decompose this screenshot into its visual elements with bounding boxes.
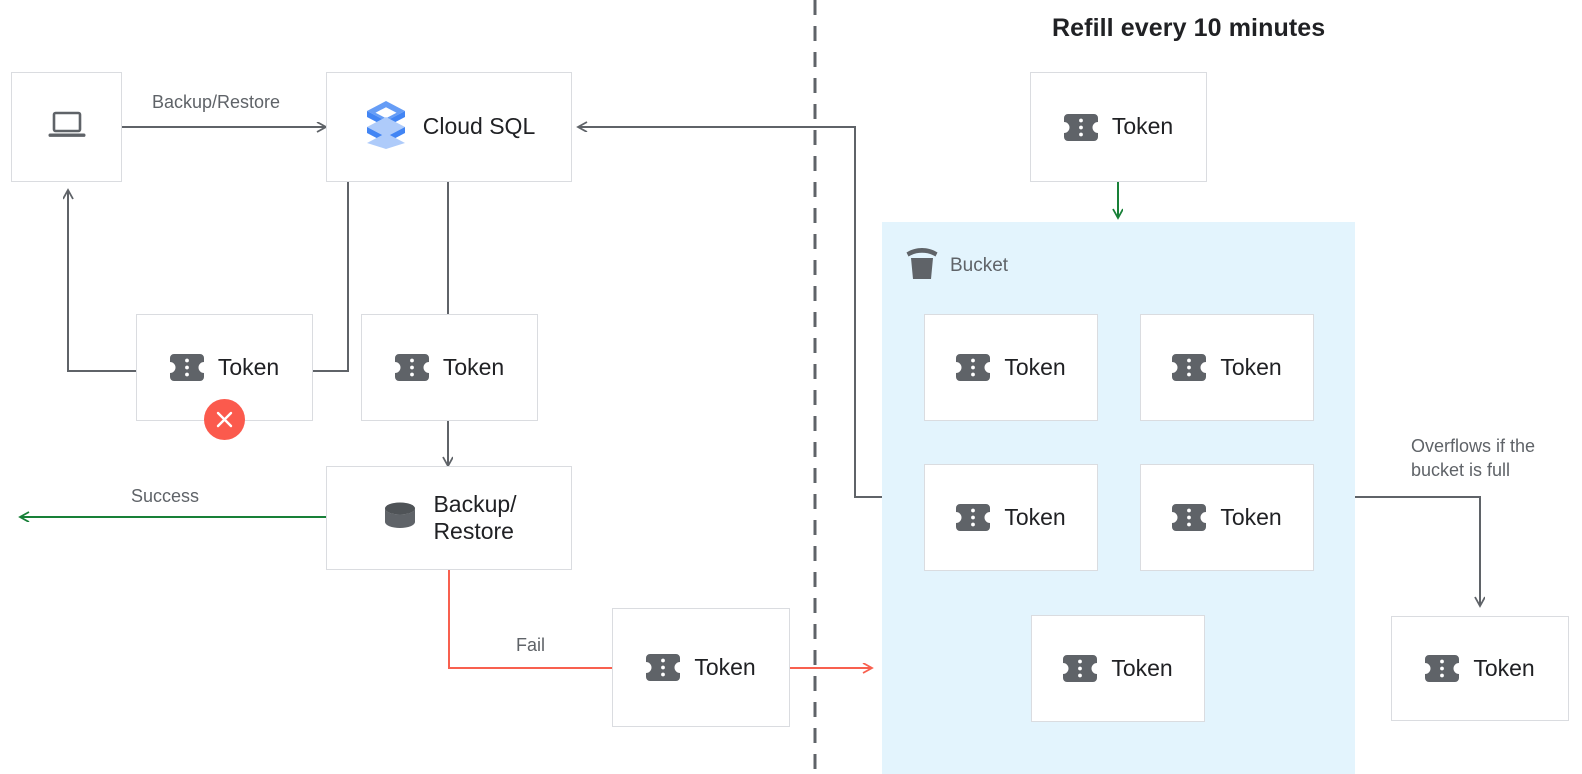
node-token-rejected-label: Token — [217, 353, 280, 380]
bucket-icon — [905, 248, 939, 284]
bucket-header: Bucket — [905, 248, 1008, 284]
node-token-overflow[interactable]: Token — [1391, 616, 1569, 721]
node-cloud-sql-label: Cloud SQL — [422, 113, 536, 140]
edge-label-success: Success — [131, 486, 200, 506]
bucket-token-1-label: Token — [1004, 353, 1066, 380]
bucket-token-4-label: Token — [1220, 503, 1282, 530]
token-icon — [646, 654, 681, 681]
node-token-consumed[interactable]: Token — [361, 314, 538, 421]
bucket-token-3-label: Token — [1004, 503, 1066, 530]
database-icon — [381, 500, 419, 537]
node-backup-restore[interactable]: Backup/ Restore — [326, 466, 572, 570]
token-icon — [956, 354, 991, 381]
node-token-refill-label: Token — [1111, 113, 1174, 140]
token-icon — [394, 354, 429, 381]
node-token-failed-label: Token — [694, 653, 756, 680]
close-icon — [216, 411, 233, 428]
node-cloud-sql[interactable]: Cloud SQL — [326, 72, 572, 182]
token-icon — [169, 354, 204, 381]
token-icon — [1063, 655, 1098, 682]
edge-overflow — [1355, 496, 1480, 606]
edge-label-overflow: Overflows if the bucket is full — [1411, 436, 1536, 480]
bucket-label: Bucket — [950, 255, 1009, 276]
bucket-token-4[interactable]: Token — [1140, 464, 1314, 571]
page-title: Refill every 10 minutes — [1052, 14, 1326, 42]
bucket-token-2-label: Token — [1220, 353, 1282, 380]
node-token-overflow-label: Token — [1473, 654, 1535, 681]
cloud-sql-icon — [363, 99, 409, 156]
token-icon — [1425, 655, 1460, 682]
edge-label-fail: Fail — [516, 635, 546, 655]
bucket-token-5[interactable]: Token — [1031, 615, 1205, 722]
token-icon — [956, 504, 991, 531]
bucket-token-1[interactable]: Token — [924, 314, 1098, 421]
token-icon — [1063, 113, 1098, 141]
node-token-refill[interactable]: Token — [1030, 72, 1207, 182]
token-icon — [1172, 504, 1207, 531]
laptop-icon — [46, 109, 88, 146]
bucket-token-5-label: Token — [1111, 654, 1173, 681]
bucket-token-3[interactable]: Token — [924, 464, 1098, 571]
node-token-failed[interactable]: Token — [612, 608, 790, 727]
edge-bucket-to-cloudsql — [578, 127, 882, 498]
node-client[interactable] — [11, 72, 122, 182]
edge-label-backup-restore: Backup/Restore — [152, 92, 281, 112]
token-icon — [1172, 354, 1207, 381]
fail-x-badge — [204, 399, 245, 440]
bucket-token-2[interactable]: Token — [1140, 314, 1314, 421]
node-backup-restore-label: Backup/ Restore — [433, 490, 517, 544]
node-token-consumed-label: Token — [442, 353, 505, 380]
